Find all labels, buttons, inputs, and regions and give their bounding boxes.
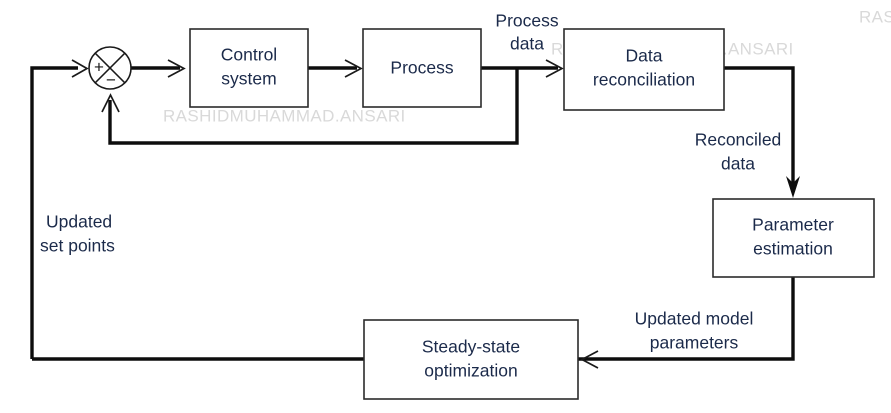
block-parameter-estimation-label-line2: estimation xyxy=(753,239,833,259)
arrowhead-into-junction-left xyxy=(71,59,89,78)
arrowhead-into-junction-bottom xyxy=(101,93,120,113)
block-control-system-label-line2: system xyxy=(221,69,276,89)
block-data-reconciliation-label-line2: reconciliation xyxy=(593,70,695,90)
edge-label-updated-model-parameters: Updated model parameters xyxy=(635,309,754,353)
edge-label-reconciled-data: Reconciled data xyxy=(695,130,782,174)
edge-label-process-data-line1: Process xyxy=(495,11,558,31)
block-control-system-label-line1: Control xyxy=(221,45,277,65)
arrowhead-into-data-reconciliation xyxy=(545,59,564,78)
block-steady-state-optimization-rect xyxy=(363,319,579,400)
summing-junction-cross-stroke-2 xyxy=(94,52,126,84)
wire-updated-set-points xyxy=(30,66,78,359)
wire-inner-feedback-loop xyxy=(108,68,519,145)
edge-label-updated-model-parameters-line1: Updated model xyxy=(635,309,754,329)
block-parameter-estimation-label-line1: Parameter xyxy=(752,215,834,235)
block-parameter-estimation[interactable]: Parameter estimation xyxy=(712,198,875,278)
block-process-label-line1: Process xyxy=(390,58,453,78)
edge-label-updated-set-points: Updated set points xyxy=(40,212,115,256)
watermark-left: RASHIDMUHAMMAD.ANSARI xyxy=(163,106,406,125)
block-process-rect xyxy=(362,28,482,108)
block-process[interactable]: Process xyxy=(362,28,482,108)
block-data-reconciliation-label-line1: Data xyxy=(626,46,663,66)
edge-label-process-data-line2: data xyxy=(510,34,544,54)
block-steady-state-optimization[interactable]: Steady-state optimization xyxy=(363,319,579,400)
summing-junction[interactable]: + − xyxy=(88,46,132,90)
block-data-reconciliation[interactable]: Data reconciliation xyxy=(563,28,725,111)
watermark-right: RAS xyxy=(859,7,891,26)
edge-label-reconciled-data-line1: Reconciled xyxy=(695,130,782,150)
edge-label-updated-model-parameters-line2: parameters xyxy=(650,333,739,353)
arrowhead-into-process xyxy=(344,59,363,78)
edge-label-reconciled-data-line2: data xyxy=(721,154,755,174)
block-control-system[interactable]: Control system xyxy=(189,28,309,108)
arrowhead-into-control-system xyxy=(167,59,186,78)
block-steady-state-optimization-label-line2: optimization xyxy=(424,361,517,381)
block-data-reconciliation-rect xyxy=(563,28,725,111)
arrowhead-into-steady-state-optimization xyxy=(580,350,599,369)
summing-junction-minus-sign: − xyxy=(106,70,116,89)
arrowhead-into-parameter-estimation xyxy=(786,176,800,198)
wire-reconciled-data xyxy=(724,66,795,192)
summing-junction-plus-sign: + xyxy=(94,57,104,76)
block-control-system-rect xyxy=(189,28,309,108)
edge-label-updated-set-points-line1: Updated xyxy=(46,212,112,232)
edge-label-updated-set-points-line2: set points xyxy=(40,236,115,256)
edge-label-process-data: Process data xyxy=(495,11,558,54)
block-steady-state-optimization-label-line1: Steady-state xyxy=(422,337,520,357)
block-parameter-estimation-rect xyxy=(712,198,875,278)
